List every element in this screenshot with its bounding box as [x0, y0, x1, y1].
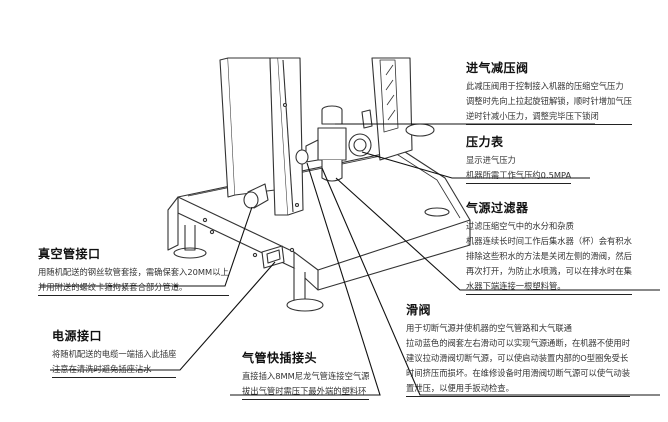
callout-line: 过滤压缩空气中的水分和杂质: [466, 221, 574, 231]
callout-line: 建议拉动滑阀切断气源，可以使启动装置内部的O型圈免受长: [406, 353, 629, 363]
callout-line: 用随机配送的钢丝软管套接，需确保套入20MM以上: [38, 267, 229, 277]
callout-line: 调整时先向上拉起旋钮解锁，顺时针增加气压: [466, 96, 632, 106]
vacuum-port: [243, 183, 269, 209]
leader-slide-valve: [321, 167, 660, 396]
leader-power-port: [50, 261, 276, 371]
power-socket: [261, 245, 285, 269]
callout-title: 滑阀: [406, 303, 432, 317]
callout-title: 进气减压阀: [466, 61, 529, 75]
callout-line: 将随机配送的电缆一端插入此插座: [52, 349, 177, 359]
callout-line: 拉动蓝色的阀套左右滑动可以实现气源通断，在机器不使用时: [406, 338, 631, 348]
callout-line: 显示进气压力: [466, 155, 516, 165]
left-foot: [167, 196, 179, 251]
leader-quick-connector: [230, 162, 381, 396]
callout-slide-valve: 滑阀 用于切断气源并使机器的空气管路和大气联通 拉动蓝色的阀套左右滑动可以实现气…: [406, 302, 631, 397]
callout-line: 置泄压，以便用手扳动检查。: [406, 381, 631, 397]
callout-power-port: 电源接口 将随机配送的电缆一端插入此插座 注意在清洗时避免插座沾水: [52, 328, 177, 378]
callout-line: 水器下端连接一根塑料管。: [466, 279, 632, 295]
callout-line: 并用附送的螺纹卡箍拘紧套合部分管道。: [38, 280, 229, 296]
callout-line: 注意在清洗时避免插座沾水: [52, 362, 177, 378]
leader-pressure-gauge: [361, 151, 590, 179]
leader-air-filter: [335, 177, 660, 291]
callout-line: 时间挤压而损坏。在维修设备时用滑阀切断气源可以使气动装: [406, 368, 631, 378]
callout-air-filter: 气源过滤器 过滤压缩空气中的水分和杂质 机器连续长时间工作后集水器（杯）会有积水…: [466, 200, 632, 295]
callout-line: 机器连续长时间工作后集水器（杯）会有积水: [466, 236, 632, 246]
callout-quick-connector: 气管快插接头 直接插入8MM尼龙气管连接空气源 拔出气管时需压下最外端的塑料环: [242, 350, 370, 400]
callout-title: 压力表: [466, 135, 504, 149]
callout-vacuum-port: 真空管接口 用随机配送的钢丝软管套接，需确保套入20MM以上 并用附送的螺纹卡箍…: [38, 246, 229, 296]
callout-title: 气管快插接头: [242, 351, 318, 365]
callout-line: 排除这些积水的方法是关闭左侧的滑阀，然后: [466, 251, 632, 261]
callout-line: 逆时针减小压力，调整完毕压下锁闭: [466, 109, 632, 125]
callout-intake-valve: 进气减压阀 此减压阀用于控制接入机器的压缩空气压力 调整时先向上拉起旋钮解锁，顺…: [466, 60, 632, 125]
callout-line: 直接插入8MM尼龙气管连接空气源: [242, 371, 370, 381]
valve-assembly: [295, 105, 373, 182]
leader-vacuum-port: [40, 206, 253, 287]
callout-line: 拔出气管时需压下最外端的塑料环: [242, 384, 370, 400]
callout-line: 此减压阀用于控制接入机器的压缩空气压力: [466, 81, 624, 91]
callout-title: 电源接口: [52, 329, 103, 343]
callout-line: 用于切断气源并使机器的空气管路和大气联通: [406, 323, 572, 333]
callout-title: 气源过滤器: [466, 201, 529, 215]
callout-title: 真空管接口: [38, 247, 101, 261]
callout-line: 再次打开，为防止水喷溅，可以在排水时在集: [466, 266, 632, 276]
callout-pressure-gauge: 压力表 显示进气压力 机器所需工作气压约0.5MPA: [466, 134, 572, 184]
callout-line: 机器所需工作气压约0.5MPA: [466, 168, 572, 184]
